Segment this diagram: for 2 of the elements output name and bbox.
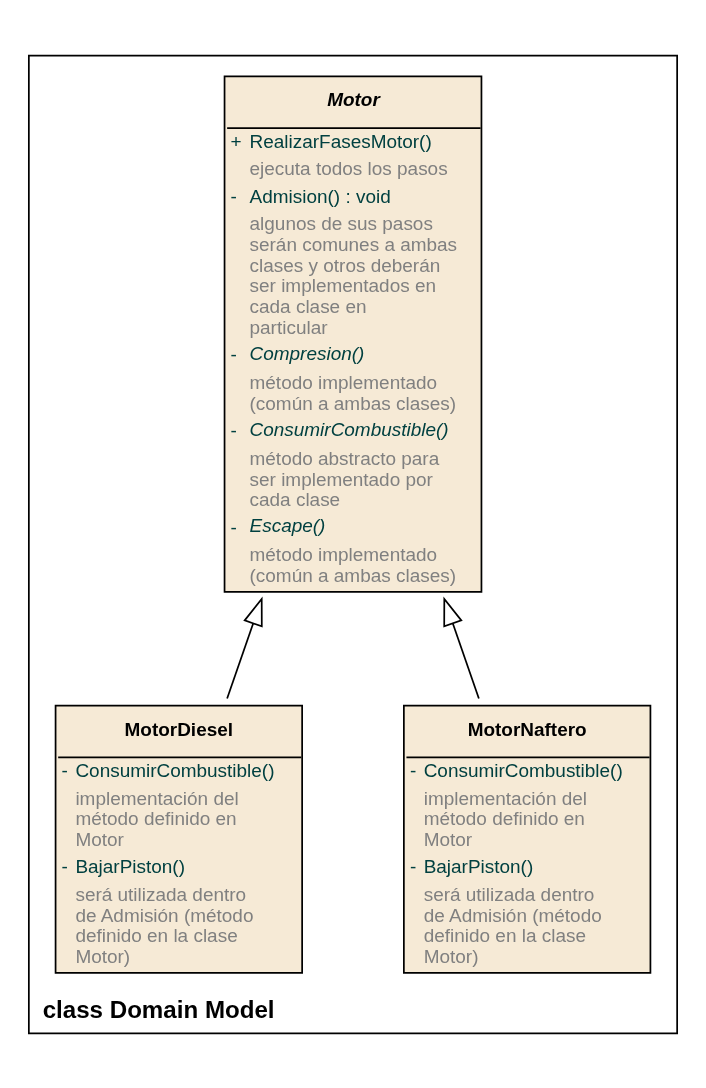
arrow [443,595,480,699]
arrow [226,595,263,699]
